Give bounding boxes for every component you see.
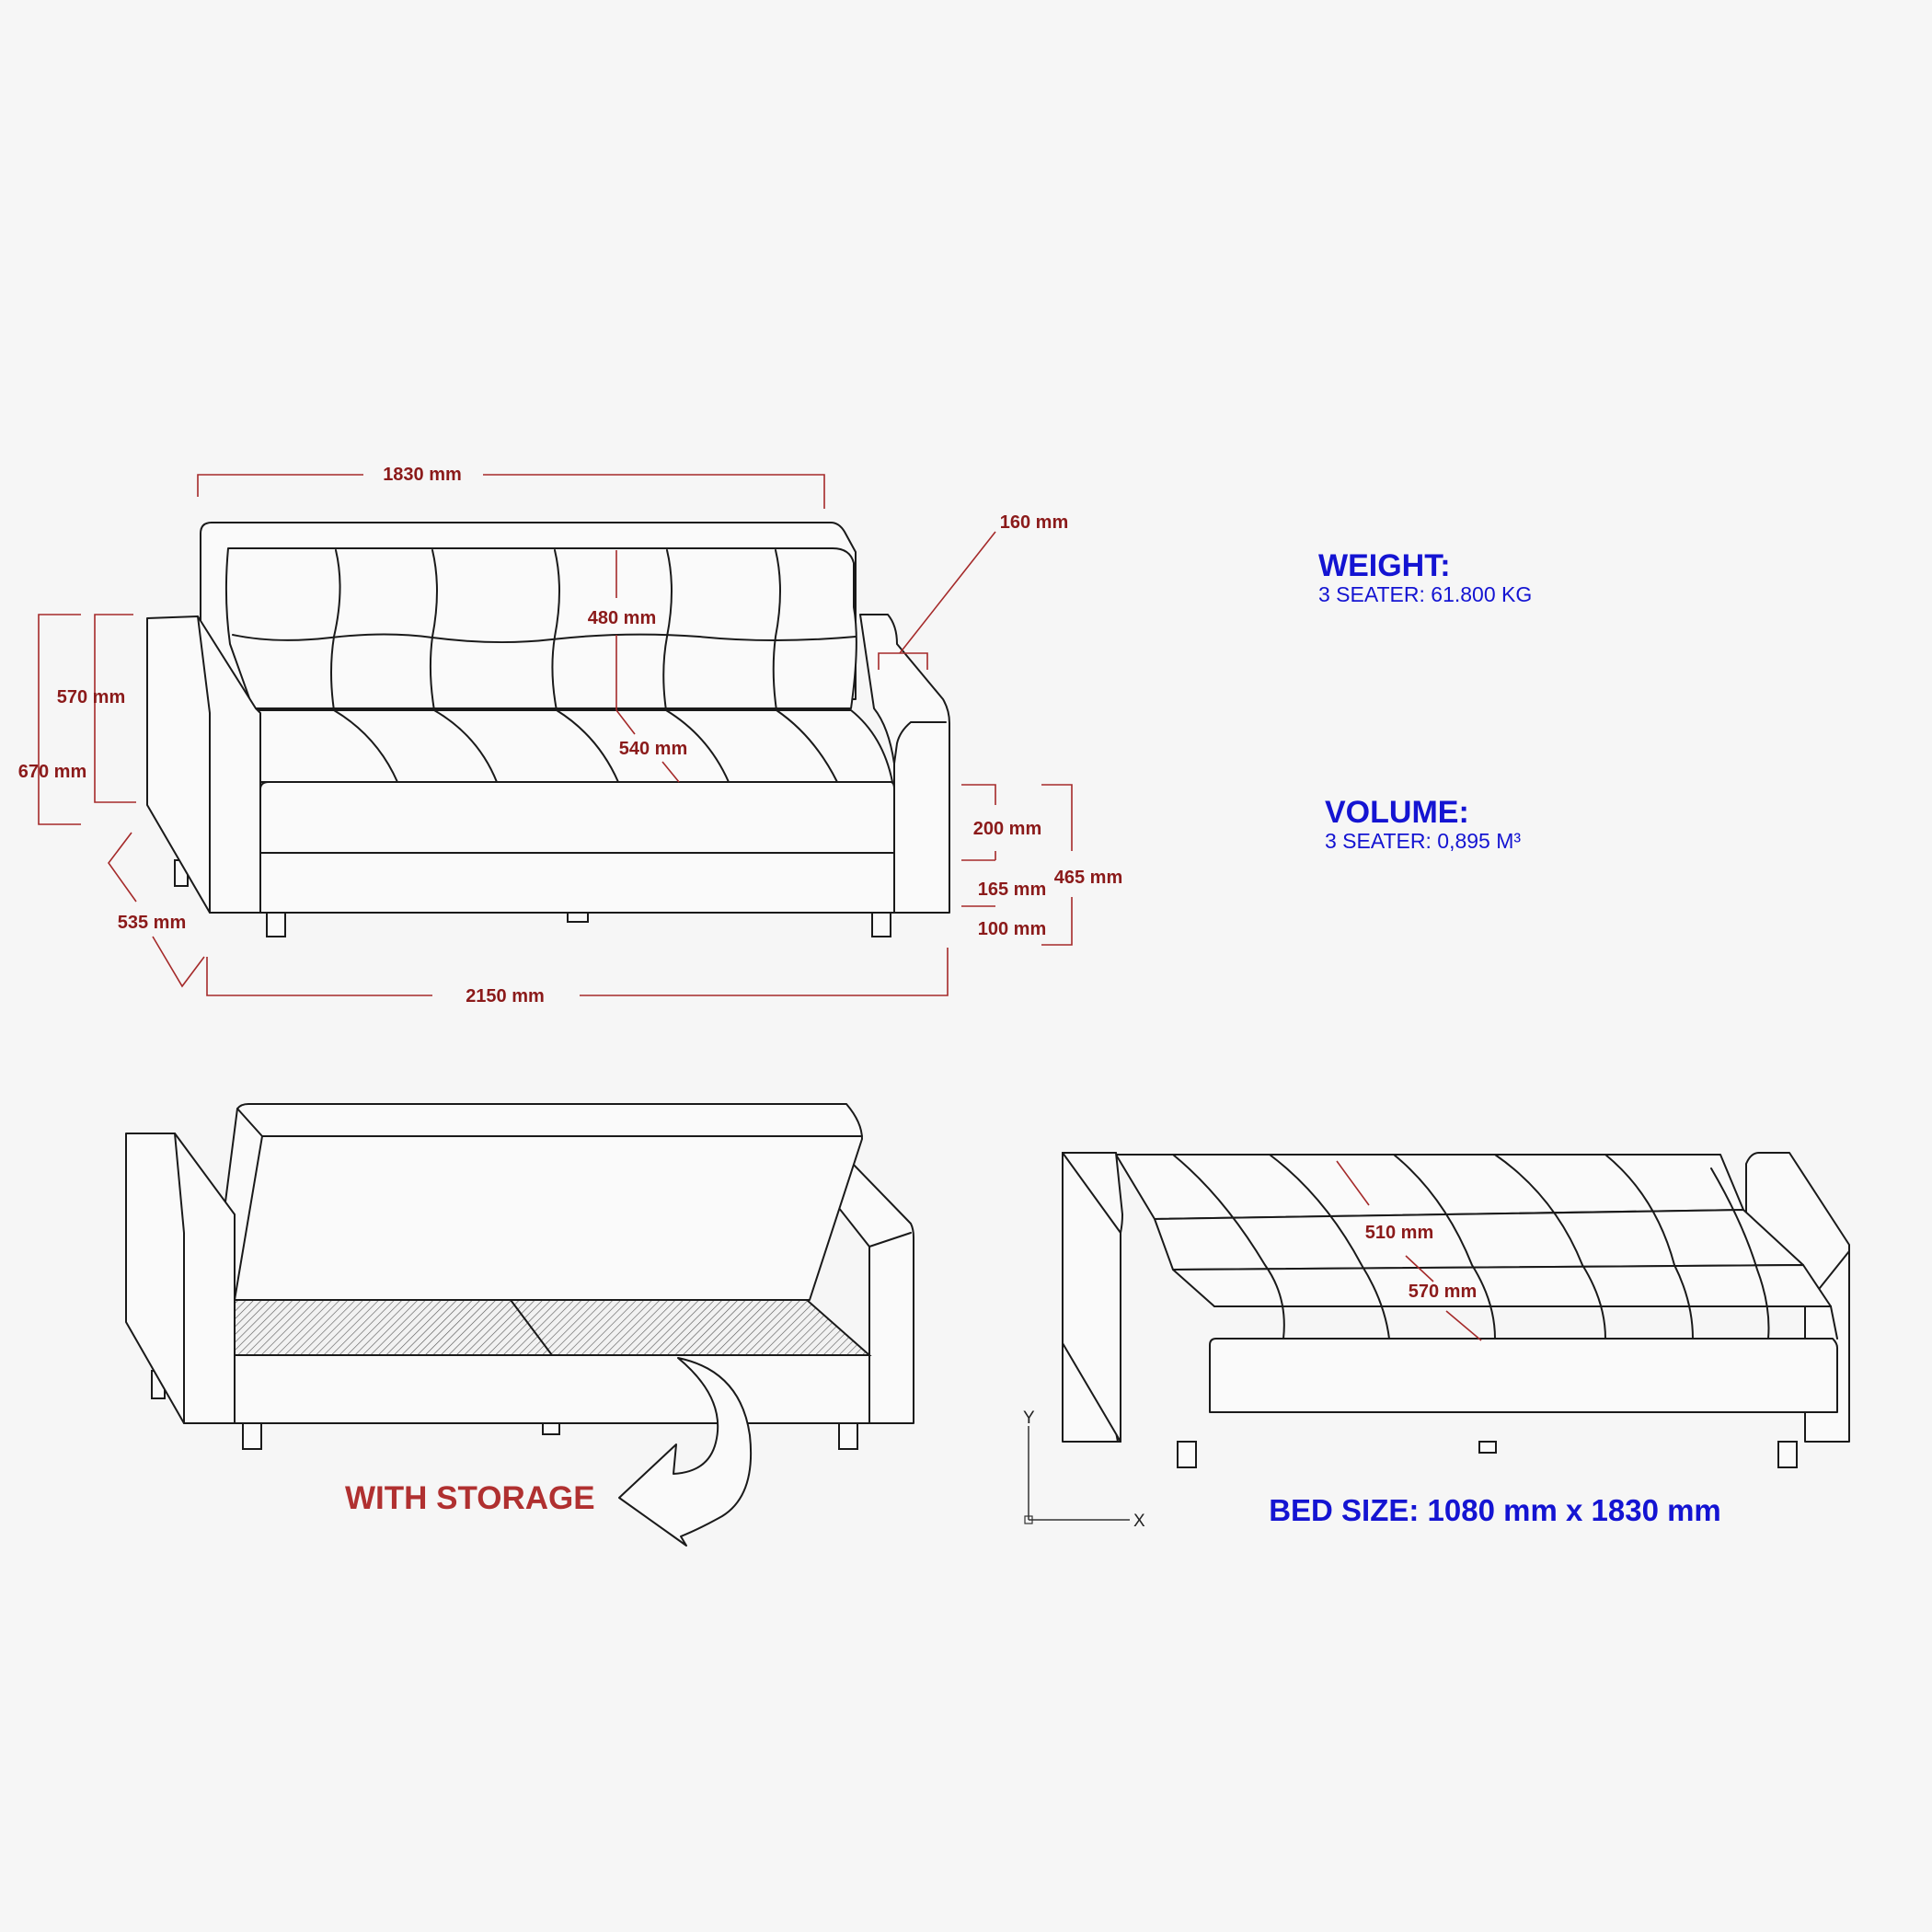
tufting-horizontal	[232, 633, 857, 644]
bed-size-label: BED SIZE: 1080 mm x 1830 mm	[1269, 1493, 1721, 1527]
y-axis-label: Y	[1023, 1409, 1035, 1428]
bed-dim-line-1	[1336, 1160, 1370, 1206]
volume-value: 3 SEATER: 0,895 M³	[1325, 829, 1521, 853]
storage-base	[234, 1354, 870, 1424]
x-axis-label: X	[1133, 1512, 1145, 1531]
bed-front-section	[1172, 1264, 1832, 1307]
dim-line-width-left	[206, 957, 432, 996]
bed-mattress-front	[1209, 1338, 1838, 1413]
bed-back-section	[1115, 1154, 1744, 1220]
axis-origin-icon	[1024, 1515, 1033, 1524]
dim-line-depth-lower	[152, 936, 205, 988]
tufting-seam-3	[551, 549, 560, 711]
dim-label-depth: 535 mm	[118, 913, 187, 933]
storage-arm-right-top	[868, 1232, 912, 1248]
bed-leg-right	[1777, 1441, 1798, 1468]
dim-label-arm-height: 570 mm	[57, 687, 126, 707]
bed-leg-center	[1478, 1441, 1497, 1454]
dim-label-backrest-height: 480 mm	[588, 608, 657, 628]
dim-label-cushion-height: 200 mm	[973, 819, 1042, 839]
bed-arm-left-side	[1062, 1152, 1121, 1443]
sofa-back-cushion	[224, 547, 857, 709]
dim-label-total-width: 2150 mm	[466, 986, 545, 1006]
storage-raised-lid	[213, 1103, 863, 1301]
dim-label-base-height: 165 mm	[978, 880, 1047, 900]
seat-seam-5	[776, 709, 838, 783]
dim-label-leg-height: 100 mm	[978, 919, 1047, 939]
storage-leg-center	[542, 1422, 560, 1435]
bed-dim-line-2	[1405, 1255, 1434, 1282]
bed-seam-6	[1710, 1167, 1770, 1340]
dim-line-seat-lower	[661, 761, 680, 783]
bed-dim-label-length: 570 mm	[1409, 1282, 1478, 1302]
sofa-seat-top	[257, 709, 893, 783]
tufting-seam-5	[772, 549, 781, 711]
bed-leg-left	[1177, 1441, 1197, 1468]
bed-seam-4	[1494, 1154, 1606, 1340]
sofa-seat-front	[259, 781, 895, 914]
dim-label-seat-height: 465 mm	[1054, 868, 1123, 888]
bed-seam-3	[1393, 1154, 1496, 1340]
storage-leg-right	[838, 1422, 858, 1450]
storage-lid-side	[234, 1108, 264, 1301]
dim-label-total-height: 670 mm	[18, 762, 87, 782]
dim-line-seat-height-top	[1041, 784, 1073, 851]
sofa-arm-left	[146, 615, 261, 914]
volume-title: VOLUME:	[1325, 795, 1469, 830]
dim-line-top-left	[197, 474, 363, 497]
sofa-storage-view	[125, 1103, 914, 1547]
dim-line-seat-height-bottom	[1041, 897, 1073, 946]
storage-label: WITH STORAGE	[345, 1480, 595, 1516]
sofa-leg-front-left	[266, 912, 286, 937]
dim-label-seat-depth: 540 mm	[619, 739, 688, 759]
dim-line-seat-upper	[615, 709, 636, 735]
seat-seam-1	[333, 709, 398, 783]
weight-value: 3 SEATER: 61.800 KG	[1318, 582, 1532, 606]
bed-front-edge	[1213, 1305, 1838, 1340]
arm-right-inner	[893, 721, 947, 765]
dim-line-total-height	[38, 614, 81, 825]
storage-arm-left-edge	[174, 1133, 185, 1424]
bed-seam-2	[1269, 1154, 1390, 1340]
seat-seam-3	[556, 709, 619, 783]
sofa-front-view	[146, 522, 950, 937]
storage-arm-left	[125, 1133, 236, 1424]
dim-label-top-width: 1830 mm	[383, 465, 462, 485]
bed-dim-label-width: 510 mm	[1365, 1223, 1434, 1243]
sofa-arm-right	[859, 614, 950, 914]
dim-line-width-right	[580, 948, 949, 996]
dim-line-top-right	[483, 474, 825, 509]
sofa-leg-front-right	[871, 912, 891, 937]
arm-left-front-edge	[197, 615, 211, 914]
dim-line-arm-height	[94, 614, 136, 803]
tufting-seam-2	[429, 549, 438, 711]
tufting-seam-4	[662, 549, 673, 711]
storage-arrow-icon	[618, 1357, 753, 1547]
bed-seam-1	[1172, 1154, 1285, 1340]
bed-seam-5	[1604, 1154, 1694, 1340]
seat-seam-2	[433, 709, 498, 783]
dim-line-cushion-top	[961, 784, 996, 805]
bed-dim-line-3	[1445, 1310, 1482, 1341]
weight-title: WEIGHT:	[1318, 548, 1451, 583]
storage-leg-left	[242, 1422, 262, 1450]
storage-compartment-divider	[510, 1299, 553, 1356]
seat-seam-4	[665, 709, 730, 783]
dim-label-armrest-width: 160 mm	[1000, 512, 1069, 533]
dimension-lines	[38, 474, 1073, 996]
coordinate-axes	[1024, 1426, 1130, 1524]
dim-line-armrest-leader	[899, 531, 996, 654]
dim-line-armrest	[878, 652, 928, 670]
bed-middle-section	[1154, 1209, 1804, 1271]
sofa-bed-view	[1062, 1152, 1850, 1468]
tufting-seam-1	[330, 549, 341, 711]
storage-compartment	[234, 1299, 872, 1356]
dim-line-depth-upper	[108, 832, 137, 903]
